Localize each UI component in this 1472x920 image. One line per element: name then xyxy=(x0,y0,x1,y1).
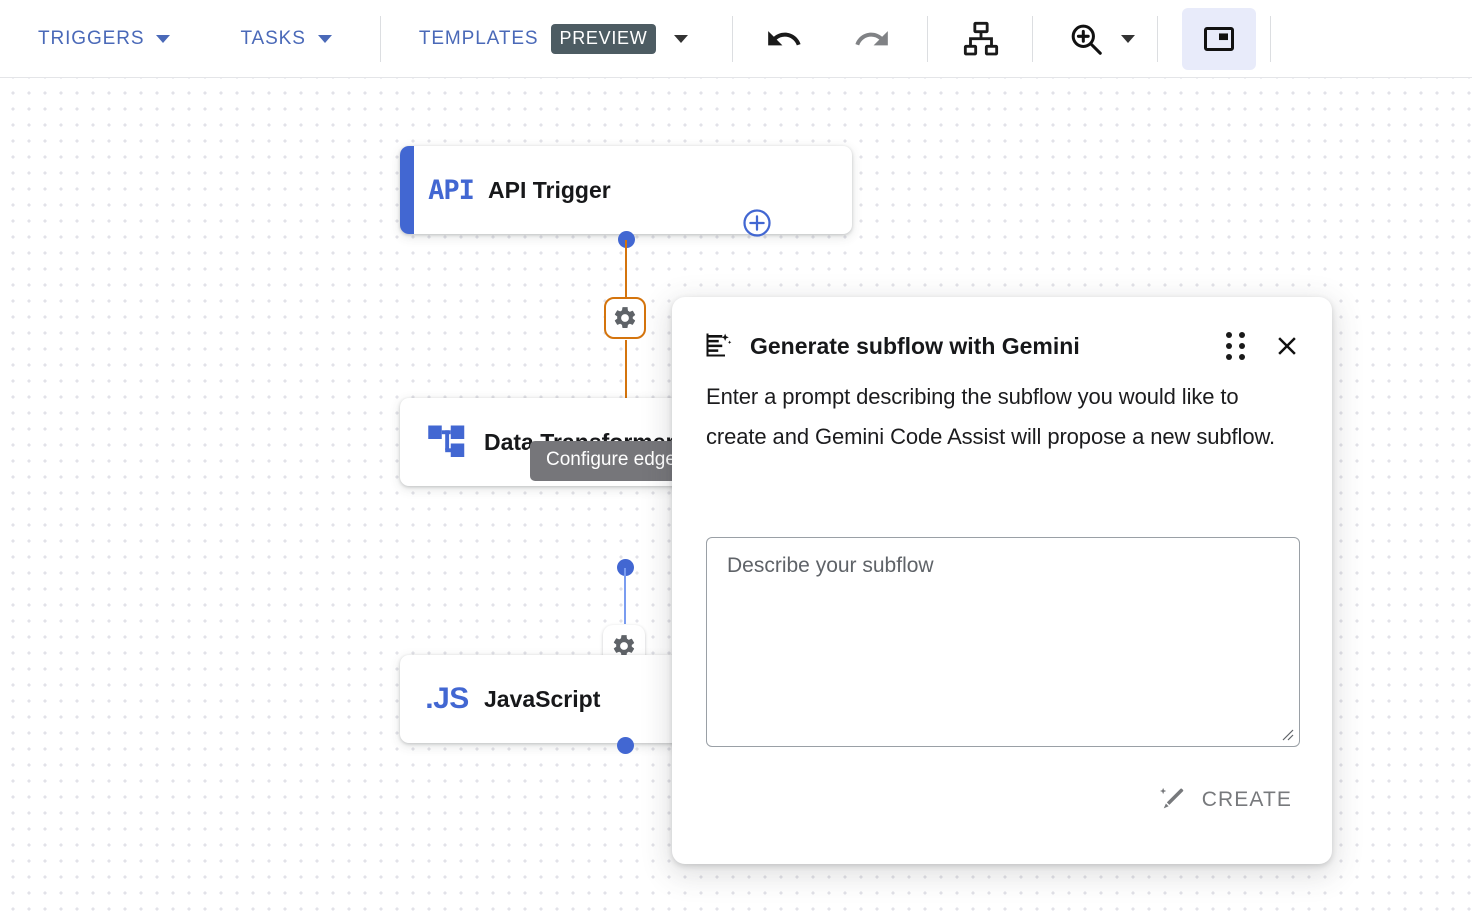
redo-button[interactable] xyxy=(843,10,901,68)
preview-badge: PREVIEW xyxy=(550,23,657,54)
menu-triggers-label: TRIGGERS xyxy=(38,27,145,49)
toolbar-divider xyxy=(927,15,929,62)
top-toolbar: TRIGGERS TASKS TEMPLATES PREVIEW xyxy=(0,0,1472,78)
panel-description: Enter a prompt describing the subflow yo… xyxy=(706,384,1276,449)
chevron-down-icon xyxy=(1121,34,1136,43)
zoom-in-button[interactable] xyxy=(1057,10,1115,68)
create-button-label: CREATE xyxy=(1201,788,1292,811)
auto-layout-button[interactable] xyxy=(952,10,1010,68)
node-javascript-output-port[interactable] xyxy=(617,737,634,754)
zoom-in-icon xyxy=(1072,24,1103,55)
menu-tasks-label: TASKS xyxy=(240,27,306,49)
chevron-down-icon xyxy=(317,34,332,43)
plus-circle-icon xyxy=(743,209,771,237)
undo-icon xyxy=(768,30,801,45)
menu-tasks[interactable]: TASKS xyxy=(226,0,345,77)
node-api-trigger-label: API Trigger xyxy=(488,176,611,203)
api-icon: API xyxy=(428,174,475,206)
node-data-transformer-output-port[interactable] xyxy=(617,559,634,576)
menu-templates-label: TEMPLATES xyxy=(418,27,539,49)
chevron-down-icon xyxy=(156,34,171,43)
add-node-button[interactable] xyxy=(742,208,772,238)
edge-transformer-to-javascript-upper[interactable] xyxy=(624,568,626,624)
toolbar-divider xyxy=(1032,15,1034,62)
undo-button[interactable] xyxy=(755,10,813,68)
toolbar-divider xyxy=(732,15,734,62)
node-javascript-label: JavaScript xyxy=(484,685,601,712)
picture-in-picture-icon xyxy=(1204,26,1235,51)
create-button[interactable]: CREATE xyxy=(1148,779,1302,821)
panel-title: Generate subflow with Gemini xyxy=(750,332,1080,359)
menu-templates[interactable]: TEMPLATES PREVIEW xyxy=(405,0,703,77)
node-accent-bar xyxy=(400,146,414,234)
node-api-trigger[interactable]: API API Trigger xyxy=(400,146,852,234)
node-api-trigger-output-port[interactable] xyxy=(618,231,635,248)
gear-icon xyxy=(613,635,635,656)
redo-icon xyxy=(855,30,889,45)
toolbar-divider xyxy=(379,15,381,62)
toolbar-divider xyxy=(1270,15,1272,62)
zoom-button[interactable] xyxy=(1057,10,1136,68)
article-sparkle-icon xyxy=(706,333,732,357)
gear-icon xyxy=(614,307,636,328)
chevron-down-icon xyxy=(674,34,689,43)
close-icon xyxy=(1278,337,1296,355)
magic-wand-icon xyxy=(1159,787,1184,809)
schema-icon xyxy=(410,424,484,460)
drag-handle-icon[interactable] xyxy=(1226,332,1246,360)
generate-subflow-panel: Generate subflow with Gemini Enter a pro… xyxy=(672,297,1332,864)
menu-triggers[interactable]: TRIGGERS xyxy=(24,0,184,77)
subflow-description-input[interactable] xyxy=(706,537,1300,747)
minimap-toggle[interactable] xyxy=(1182,7,1257,70)
tooltip-configure-edge: Configure edge xyxy=(530,441,692,481)
panel-header: Generate subflow with Gemini xyxy=(672,297,1332,361)
configure-edge-button-1[interactable] xyxy=(604,297,646,339)
edge-api-to-transformer-lower[interactable] xyxy=(625,340,627,402)
close-button[interactable] xyxy=(1272,331,1302,361)
sitemap-icon xyxy=(964,21,999,55)
edge-api-to-transformer-upper[interactable] xyxy=(625,240,627,298)
toolbar-divider xyxy=(1157,15,1159,62)
js-icon: .JS xyxy=(425,682,469,715)
